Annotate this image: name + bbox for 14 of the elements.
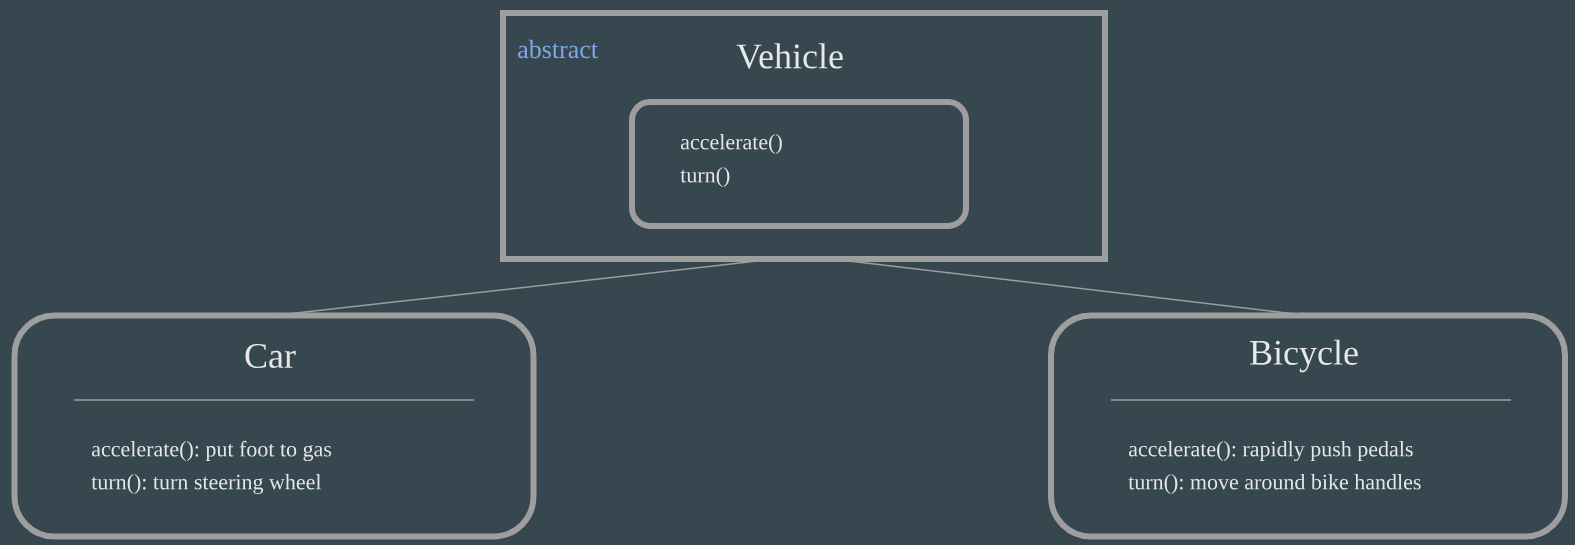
class-name: Car <box>245 343 296 369</box>
class-box <box>11 312 537 540</box>
method-text: accelerate(): rapidly push pedals <box>1128 441 1413 461</box>
class-name: Vehicle <box>736 43 843 69</box>
method-text: turn(): turn steering wheel <box>91 474 322 494</box>
method-text: turn(): move around bike handles <box>1128 474 1421 494</box>
method-text: accelerate() <box>681 134 782 154</box>
class-box <box>1048 312 1568 540</box>
method-text: turn() <box>680 167 730 187</box>
method-text: accelerate(): put foot to gas <box>92 440 332 462</box>
stereotype-label: abstract <box>518 39 598 59</box>
class-name: Bicycle <box>1250 339 1358 373</box>
class-box <box>500 10 1108 262</box>
method-box <box>629 99 969 229</box>
